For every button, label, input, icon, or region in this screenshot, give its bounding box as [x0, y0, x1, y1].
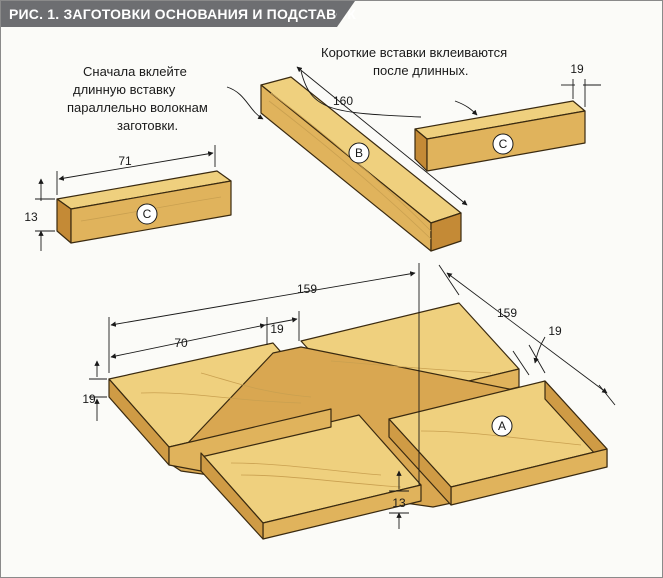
svg-text:Короткие вставки вклеиваются: Короткие вставки вклеиваются: [321, 45, 507, 60]
dim-long-insert-length: 160: [333, 94, 353, 108]
part-c-left-label: C: [143, 207, 152, 221]
short-insert-c-right: [414, 100, 586, 172]
dim-short-insert-width: 19: [570, 62, 584, 76]
part-b-label: B: [355, 146, 363, 160]
dimension-lines: [35, 66, 616, 529]
svg-text:после длинных.: после длинных.: [373, 63, 468, 78]
dim-base-length: 159: [297, 282, 317, 296]
svg-text:Сначала вклейте: Сначала вклейте: [83, 64, 187, 79]
base-blank: [108, 302, 608, 540]
dim-base-thickness: 19: [82, 392, 96, 406]
dim-short-insert-height: 13: [24, 210, 38, 224]
base-front-right-inner: [388, 418, 452, 506]
dim-base-groove: 19: [270, 322, 284, 336]
svg-text:параллельно волокнам: параллельно волокнам: [67, 100, 208, 115]
dim-base-groove-right: 19: [548, 324, 562, 338]
note-glue-long-first: Сначала вклейте длинную вставку параллел…: [67, 64, 208, 133]
title-bar: РИС. 1. ЗАГОТОВКИ ОСНОВАНИЯ И ПОДСТАВОК: [1, 1, 356, 27]
svg-text:заготовки.: заготовки.: [117, 118, 178, 133]
base-front-left-side: [200, 452, 264, 540]
dim-base-width: 159: [497, 306, 517, 320]
dim-groove-depth: 13: [392, 496, 406, 510]
note-short-after-long: Короткие вставки вклеиваются после длинн…: [321, 45, 507, 78]
part-a-label: A: [498, 419, 506, 433]
dim-short-insert-length: 71: [118, 154, 132, 168]
figure-title: РИС. 1. ЗАГОТОВКИ ОСНОВАНИЯ И ПОДСТАВОК: [9, 6, 356, 22]
part-a-marker: [491, 415, 513, 437]
svg-text:длинную вставку: длинную вставку: [73, 82, 176, 97]
dim-base-half: 70: [174, 336, 188, 350]
part-c-right-label: C: [499, 137, 508, 151]
